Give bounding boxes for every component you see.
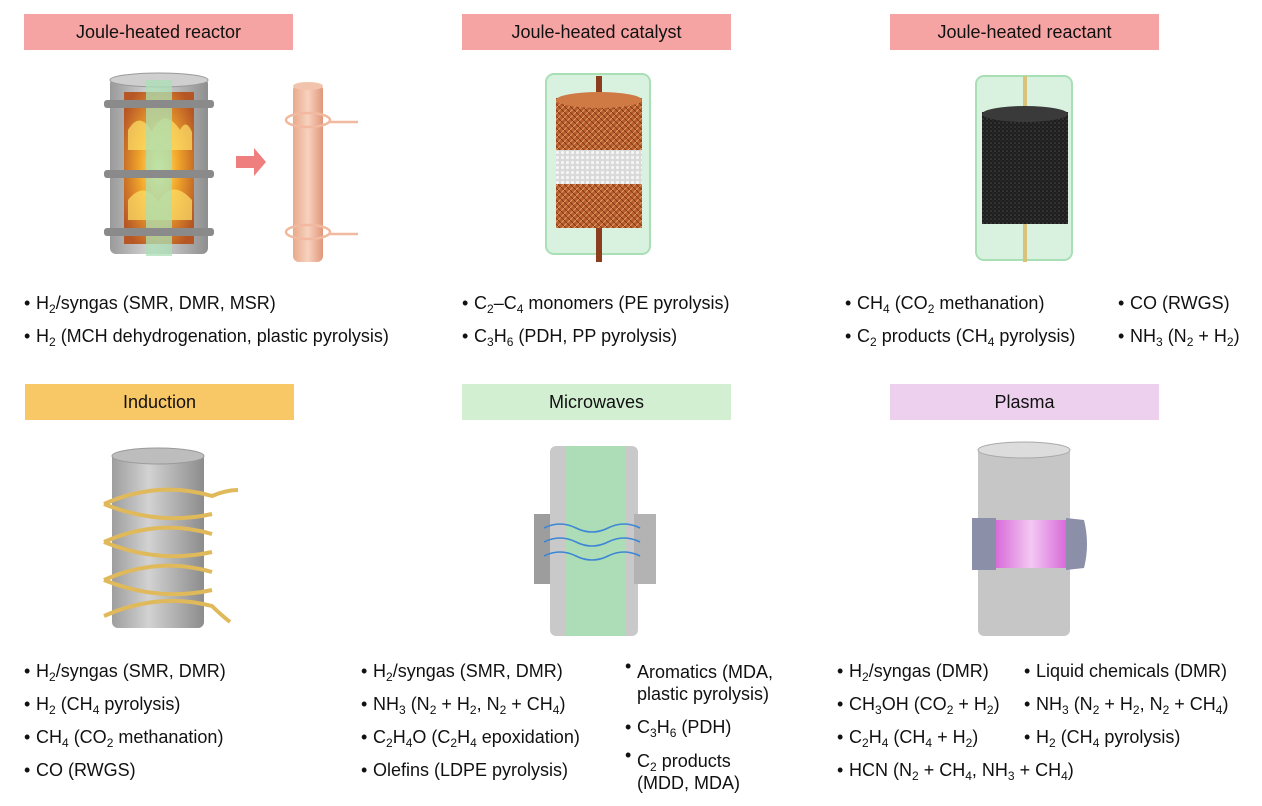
induction-illustration — [103, 447, 239, 628]
list-item: NH3 (N2 + H2) — [1118, 320, 1240, 353]
list-item: C2–C4 monomers (PE pyrolysis) — [462, 287, 729, 320]
list-item: NH3 (N2 + H2, N2 + CH4) — [1024, 688, 1228, 721]
list-item: CO (RWGS) — [1118, 287, 1240, 320]
list-item: H2/syngas (SMR, DMR) — [361, 655, 580, 688]
list-item: Aromatics (MDA,plastic pyrolysis) — [625, 655, 773, 705]
list-item: C2 products(MDD, MDA) — [625, 744, 773, 802]
list-item: CH4 (CO2 methanation) — [845, 287, 1075, 320]
list-item: H2 (CH4 pyrolysis) — [1024, 721, 1228, 754]
list-item: C3H6 (PDH, PP pyrolysis) — [462, 320, 729, 353]
induction-coil-shape — [103, 487, 239, 624]
list-item: C2H4 (CH4 + H2) — [837, 721, 1074, 754]
panel-title-joule-heated-reactant: Joule-heated reactant — [890, 14, 1159, 50]
joule-heated-reactant-list-right: CO (RWGS) NH3 (N2 + H2) — [1118, 287, 1240, 353]
list-item: CH3OH (CO2 + H2) — [837, 688, 1074, 721]
panel-title-joule-heated-reactor: Joule-heated reactor — [24, 14, 293, 50]
copper-tube-shape — [284, 82, 358, 262]
list-item: C2 products (CH4 pyrolysis) — [845, 320, 1075, 353]
list-item: CO (RWGS) — [24, 754, 226, 787]
plasma-list-left: H2/syngas (DMR) CH3OH (CO2 + H2) C2H4 (C… — [837, 655, 1074, 787]
reactor-tube-shape — [104, 72, 214, 256]
induction-list: H2/syngas (SMR, DMR) H2 (CH4 pyrolysis) … — [24, 655, 226, 787]
list-item: H2/syngas (DMR) — [837, 655, 1074, 688]
list-item: C3H6 (PDH) — [625, 711, 773, 744]
plasma-list-right: Liquid chemicals (DMR) NH3 (N2 + H2, N2 … — [1024, 655, 1228, 754]
microwaves-illustration — [534, 446, 656, 636]
joule-heated-reactor-illustration — [104, 72, 358, 262]
joule-heated-catalyst-illustration — [545, 73, 651, 262]
joule-heated-reactant-list-left: CH4 (CO2 methanation) C2 products (CH4 p… — [845, 287, 1075, 353]
list-item: H2 (CH4 pyrolysis) — [24, 688, 226, 721]
arrow-icon — [236, 148, 266, 176]
panel-title-joule-heated-catalyst: Joule-heated catalyst — [462, 14, 731, 50]
list-item: Liquid chemicals (DMR) — [1024, 655, 1228, 688]
microwaves-list-right: Aromatics (MDA,plastic pyrolysis) C3H6 (… — [625, 655, 773, 802]
list-item: C2H4O (C2H4 epoxidation) — [361, 721, 580, 754]
plasma-illustration — [972, 441, 1087, 636]
panel-title-induction: Induction — [25, 384, 294, 420]
list-item: Olefins (LDPE pyrolysis) — [361, 754, 580, 787]
microwaves-list-left: H2/syngas (SMR, DMR) NH3 (N2 + H2, N2 + … — [361, 655, 580, 787]
list-item: HCN (N2 + CH4, NH3 + CH4) — [837, 754, 1074, 787]
list-item: H2/syngas (SMR, DMR) — [24, 655, 226, 688]
joule-heated-reactor-list: H2/syngas (SMR, DMR, MSR) H2 (MCH dehydr… — [24, 287, 389, 353]
joule-heated-reactant-illustration — [975, 75, 1073, 262]
panel-title-microwaves: Microwaves — [462, 384, 731, 420]
joule-heated-catalyst-list: C2–C4 monomers (PE pyrolysis) C3H6 (PDH,… — [462, 287, 729, 353]
list-item: CH4 (CO2 methanation) — [24, 721, 226, 754]
list-item: NH3 (N2 + H2, N2 + CH4) — [361, 688, 580, 721]
microwave-waves-shape — [543, 523, 641, 561]
panel-title-plasma: Plasma — [890, 384, 1159, 420]
list-item: H2 (MCH dehydrogenation, plastic pyrolys… — [24, 320, 389, 353]
list-item: H2/syngas (SMR, DMR, MSR) — [24, 287, 389, 320]
